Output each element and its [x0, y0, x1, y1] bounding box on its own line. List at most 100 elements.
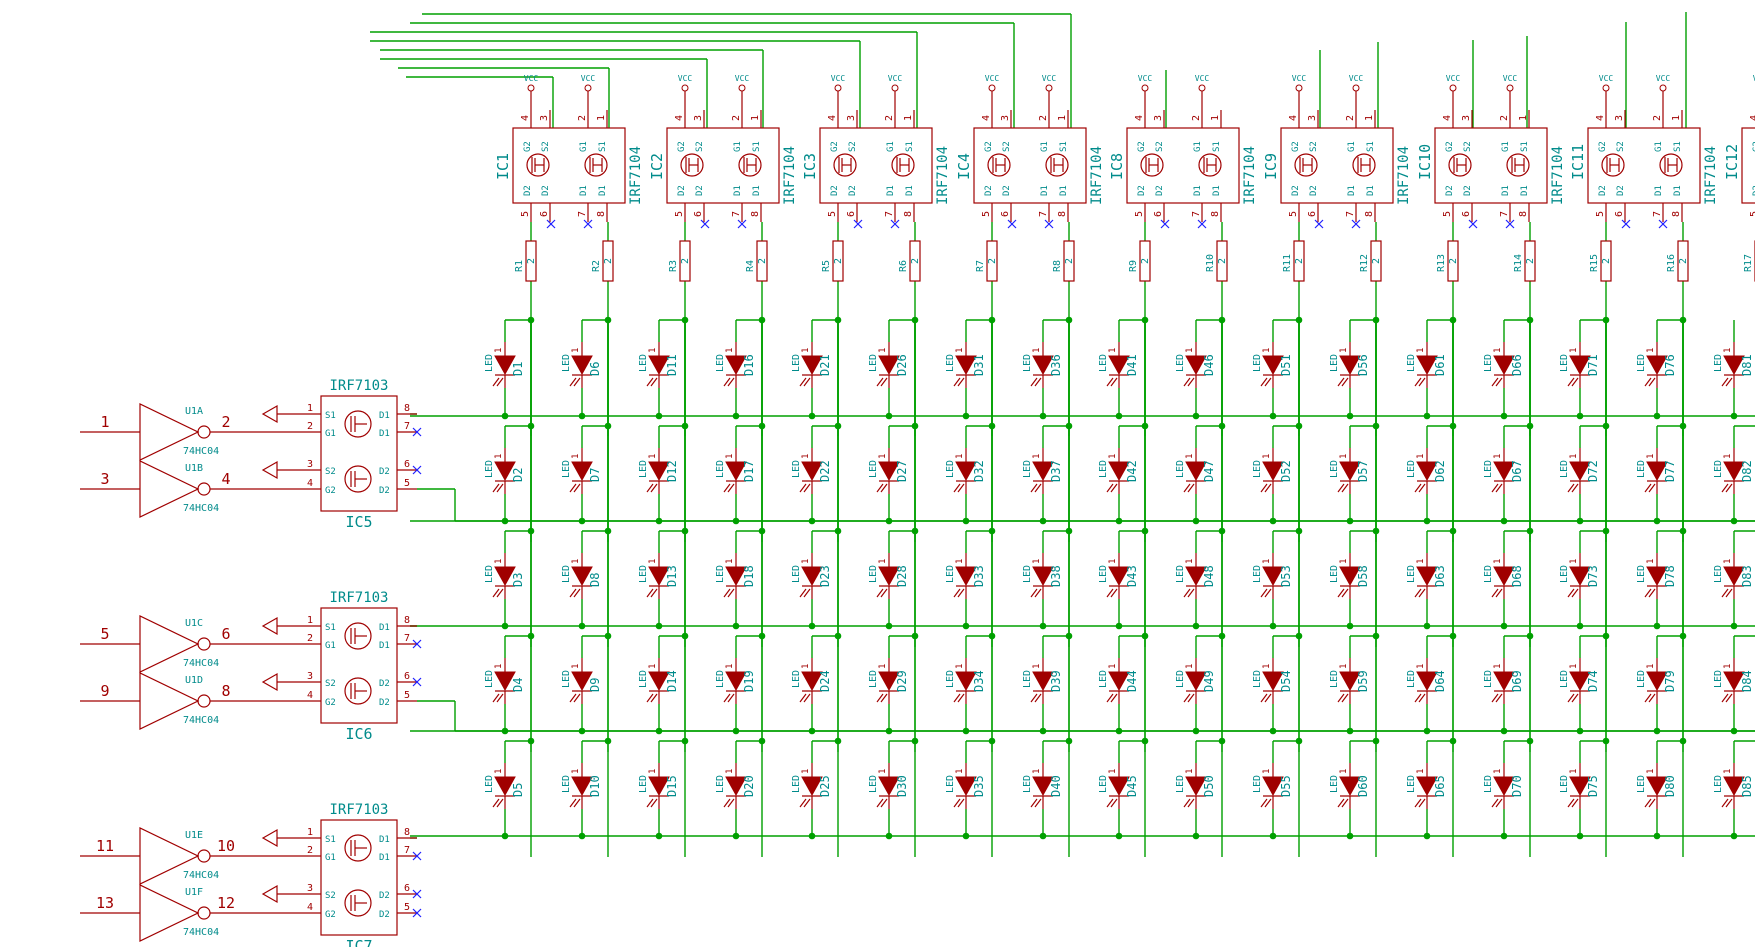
pin-name: D1	[733, 185, 743, 196]
led-ref: D58	[1356, 565, 1370, 587]
led-ref: D17	[742, 460, 756, 482]
ic-body	[320, 819, 398, 936]
no-connect-marker	[412, 908, 422, 918]
led-label: LED	[1252, 354, 1263, 372]
led-label: LED	[791, 565, 802, 583]
pin-number: 7	[1191, 211, 1202, 217]
pin-number: 7	[1345, 211, 1356, 217]
pin-number: 8	[404, 827, 410, 838]
led-ref: D14	[665, 670, 679, 692]
mosfet-symbol	[1140, 153, 1164, 177]
pin-name: D2	[379, 698, 390, 708]
led-label: LED	[715, 670, 726, 688]
inverter-value: 74HC04	[183, 870, 219, 881]
pin-number: 6	[539, 211, 550, 217]
led-label: LED	[1252, 775, 1263, 793]
pin-name: S1	[1212, 141, 1222, 152]
resistor-value: 2	[1448, 258, 1459, 264]
pin-number: 5	[404, 690, 410, 701]
pin-name: D1	[379, 429, 390, 439]
led-label: LED	[1636, 670, 1647, 688]
no-connect-marker	[737, 219, 747, 229]
vcc-label: VCC	[888, 74, 903, 83]
led-ref: D79	[1663, 670, 1677, 692]
led-label: LED	[1329, 775, 1340, 793]
led-ref: D1	[511, 362, 525, 376]
led-ref: D68	[1510, 565, 1524, 587]
led-ref: D78	[1663, 565, 1677, 587]
pin-name: D1	[379, 853, 390, 863]
ic-value: IRF7104	[935, 146, 951, 205]
pin-name: G2	[830, 141, 840, 152]
vcc-port	[527, 84, 535, 92]
resistor-value: 2	[910, 258, 921, 264]
pin-number: 1	[1057, 115, 1068, 121]
pin-name: D2	[830, 185, 840, 196]
pin-number: 4	[520, 115, 531, 121]
pin-name: S2	[325, 679, 336, 689]
pin-number: 4	[307, 478, 313, 489]
led-label: LED	[1252, 460, 1263, 478]
led-label: LED	[1329, 354, 1340, 372]
pin-number: 6	[1461, 211, 1472, 217]
inverter-ref: U1E	[185, 830, 203, 841]
inverter-value: 74HC04	[183, 658, 219, 669]
pin-number: 2	[307, 421, 313, 432]
led-label: LED	[1713, 670, 1724, 688]
resistor-value: 2	[680, 258, 691, 264]
ic-value: IRF7104	[1396, 146, 1412, 205]
mosfet-symbol	[344, 834, 372, 862]
pin-number: 6	[404, 671, 410, 682]
led-ref: D72	[1586, 460, 1600, 482]
ic-body	[819, 127, 933, 204]
led-label: LED	[561, 354, 572, 372]
pin-number: 5	[1749, 211, 1755, 217]
mosfet-symbol	[1448, 153, 1472, 177]
led-label: LED	[484, 775, 495, 793]
resistor-body	[525, 240, 537, 282]
inverter-ref: U1A	[185, 406, 203, 417]
no-connect-marker	[1044, 219, 1054, 229]
inverter-ref: U1F	[185, 887, 203, 898]
pin-number: 2	[731, 115, 742, 121]
led-pin-number: 1	[1569, 348, 1579, 353]
pin-name: S1	[325, 835, 336, 845]
ground-symbol	[261, 460, 278, 480]
led-ref: D33	[972, 565, 986, 587]
no-connect-marker	[412, 677, 422, 687]
vcc-label: VCC	[524, 74, 539, 83]
led-pin-number: 1	[648, 769, 658, 774]
pin-name: D2	[379, 891, 390, 901]
led-pin-number: 1	[571, 348, 581, 353]
no-connect-marker	[583, 219, 593, 229]
led-pin-number: 1	[1108, 348, 1118, 353]
led-label: LED	[1406, 775, 1417, 793]
led-pin-number: 1	[1108, 559, 1118, 564]
led-pin-number: 1	[1416, 348, 1426, 353]
led-label: LED	[1098, 460, 1109, 478]
led-ref: D26	[895, 354, 909, 376]
led-pin-number: 1	[571, 769, 581, 774]
resistor-value: 2	[987, 258, 998, 264]
pin-number: 5	[520, 211, 531, 217]
vcc-label: VCC	[1446, 74, 1461, 83]
pin-number: 1	[1671, 115, 1682, 121]
led-ref: D85	[1740, 775, 1754, 797]
vcc-label: VCC	[1753, 74, 1755, 83]
resistor-value: 2	[526, 258, 537, 264]
pin-name: S2	[1002, 141, 1012, 152]
led-ref: D82	[1740, 460, 1754, 482]
inverter-bubble	[197, 482, 211, 496]
led-ref: D80	[1663, 775, 1677, 797]
led-label: LED	[1175, 354, 1186, 372]
ic-value: IRF7104	[628, 146, 644, 205]
